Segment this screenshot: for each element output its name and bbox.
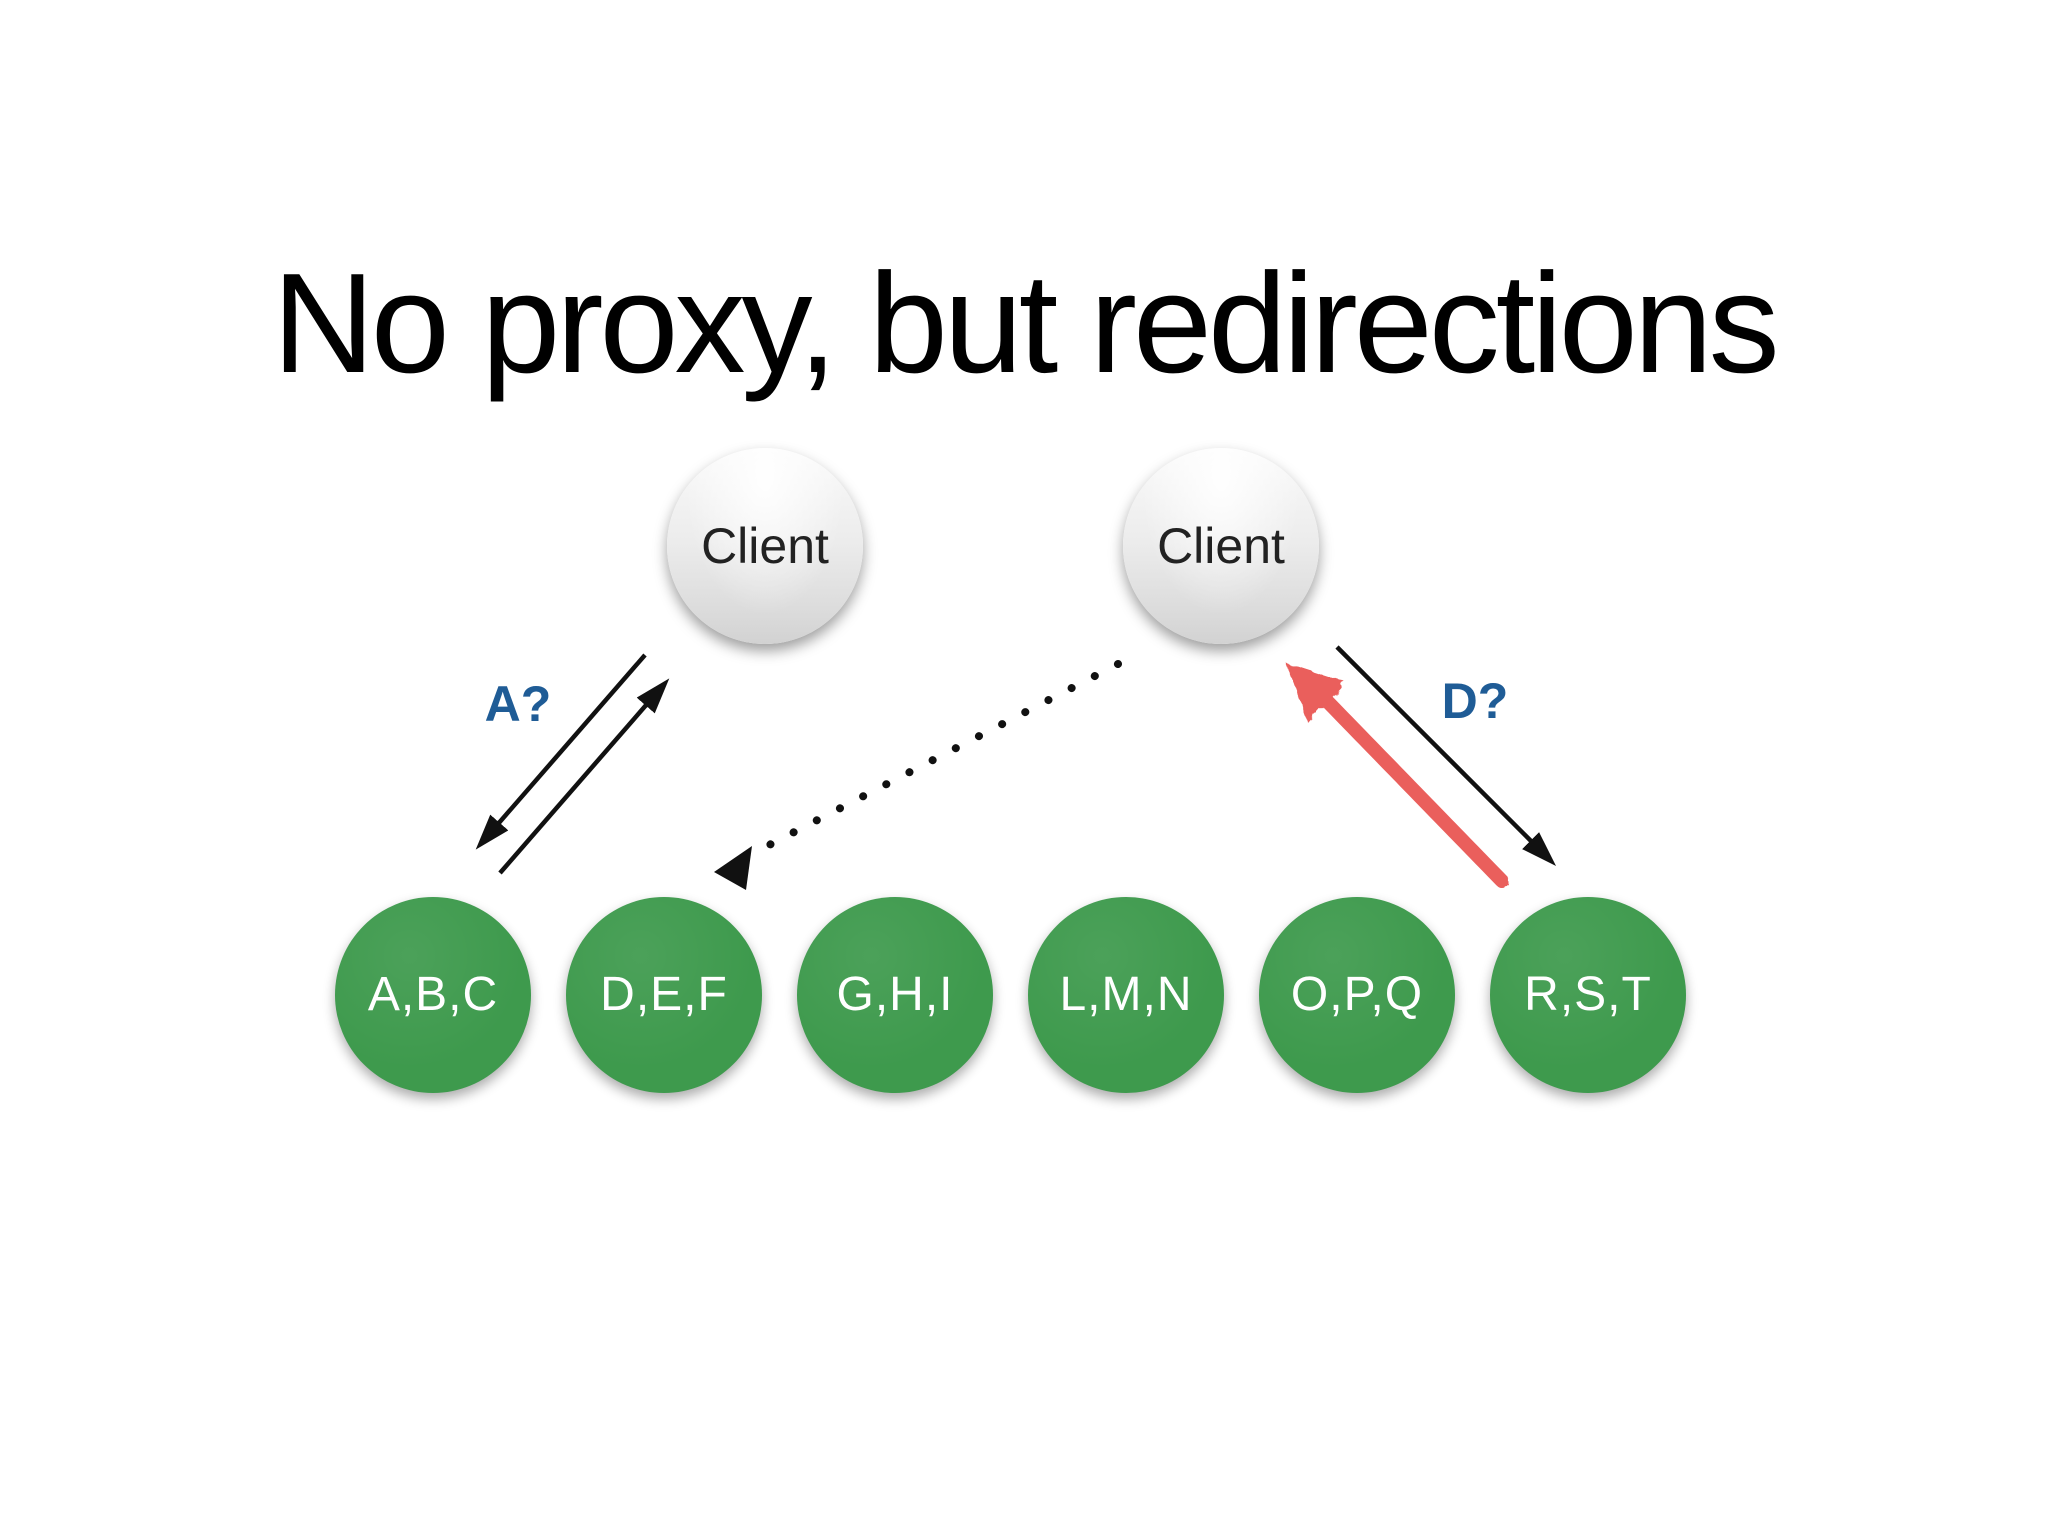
redirection-dotted-arrow [744,660,1122,860]
server-node-ghi: G,H,I [797,897,993,1093]
server-node-rst: R,S,T [1490,897,1686,1093]
server-node-def: D,E,F [566,897,762,1093]
redirection-dotted-arrowhead-icon [714,846,752,890]
client-node-2: Client [1123,448,1319,644]
server-node-lmn: L,M,N [1028,897,1224,1093]
server-node-abc: A,B,C [335,897,531,1093]
query-d-label: D? [1441,673,1509,729]
server-label: D,E,F [600,968,728,1021]
server-label: O,P,Q [1290,968,1424,1021]
client-label: Client [1157,518,1285,574]
query-a-label: A? [484,676,552,732]
server-node-opq: O,P,Q [1259,897,1455,1093]
client-node-1: Client [667,448,863,644]
slide-title: No proxy, but redirections [272,244,1779,404]
server-label: L,M,N [1059,968,1193,1021]
server-label: R,S,T [1524,968,1652,1021]
client-label: Client [701,518,829,574]
server-label: G,H,I [836,968,954,1021]
server-label: A,B,C [367,968,499,1021]
